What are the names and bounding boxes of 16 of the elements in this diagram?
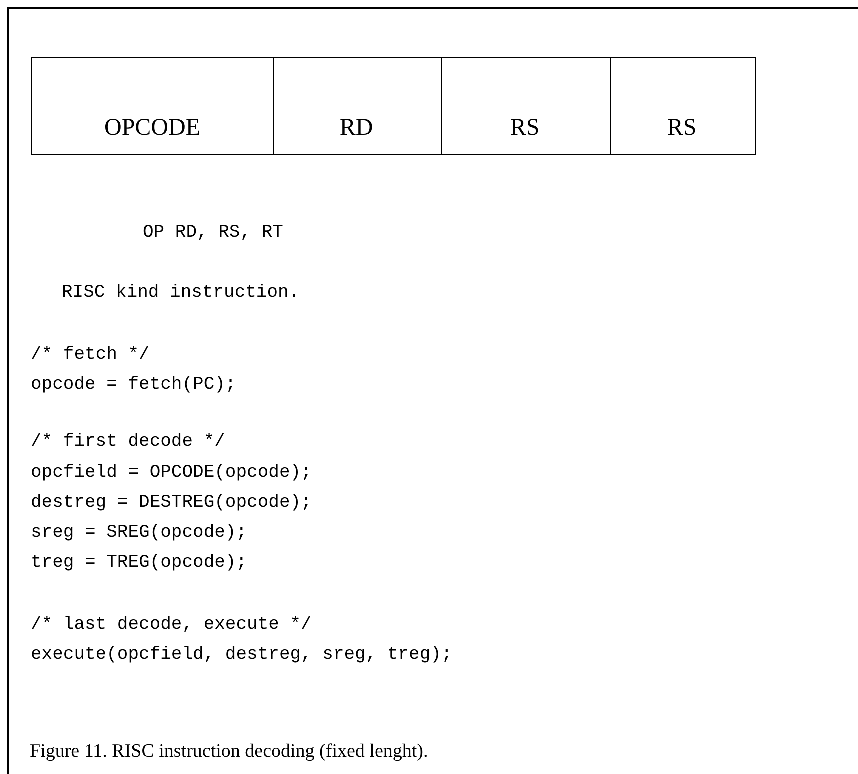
code-line: /* fetch */ bbox=[31, 344, 150, 366]
instruction-field: RD bbox=[272, 57, 442, 155]
code-line: treg = TREG(opcode); bbox=[31, 552, 248, 574]
text-line: RISC kind instruction. bbox=[62, 282, 300, 304]
instruction-field: RS bbox=[440, 57, 611, 155]
code-line: opcode = fetch(PC); bbox=[31, 374, 236, 396]
instruction-field: OPCODE bbox=[31, 57, 274, 155]
code-line: destreg = DESTREG(opcode); bbox=[31, 492, 312, 514]
code-line: /* last decode, execute */ bbox=[31, 614, 312, 636]
figure-caption: Figure 11. RISC instruction decoding (fixed lenght). bbox=[30, 740, 428, 764]
code-line: sreg = SREG(opcode); bbox=[31, 522, 248, 544]
code-line: opcfield = OPCODE(opcode); bbox=[31, 462, 312, 484]
code-line: execute(opcfield, destreg, sreg, treg); bbox=[31, 644, 452, 666]
instruction-field: RS bbox=[609, 57, 756, 155]
text-line: OP RD, RS, RT bbox=[143, 222, 284, 244]
code-line: /* first decode */ bbox=[31, 431, 226, 453]
